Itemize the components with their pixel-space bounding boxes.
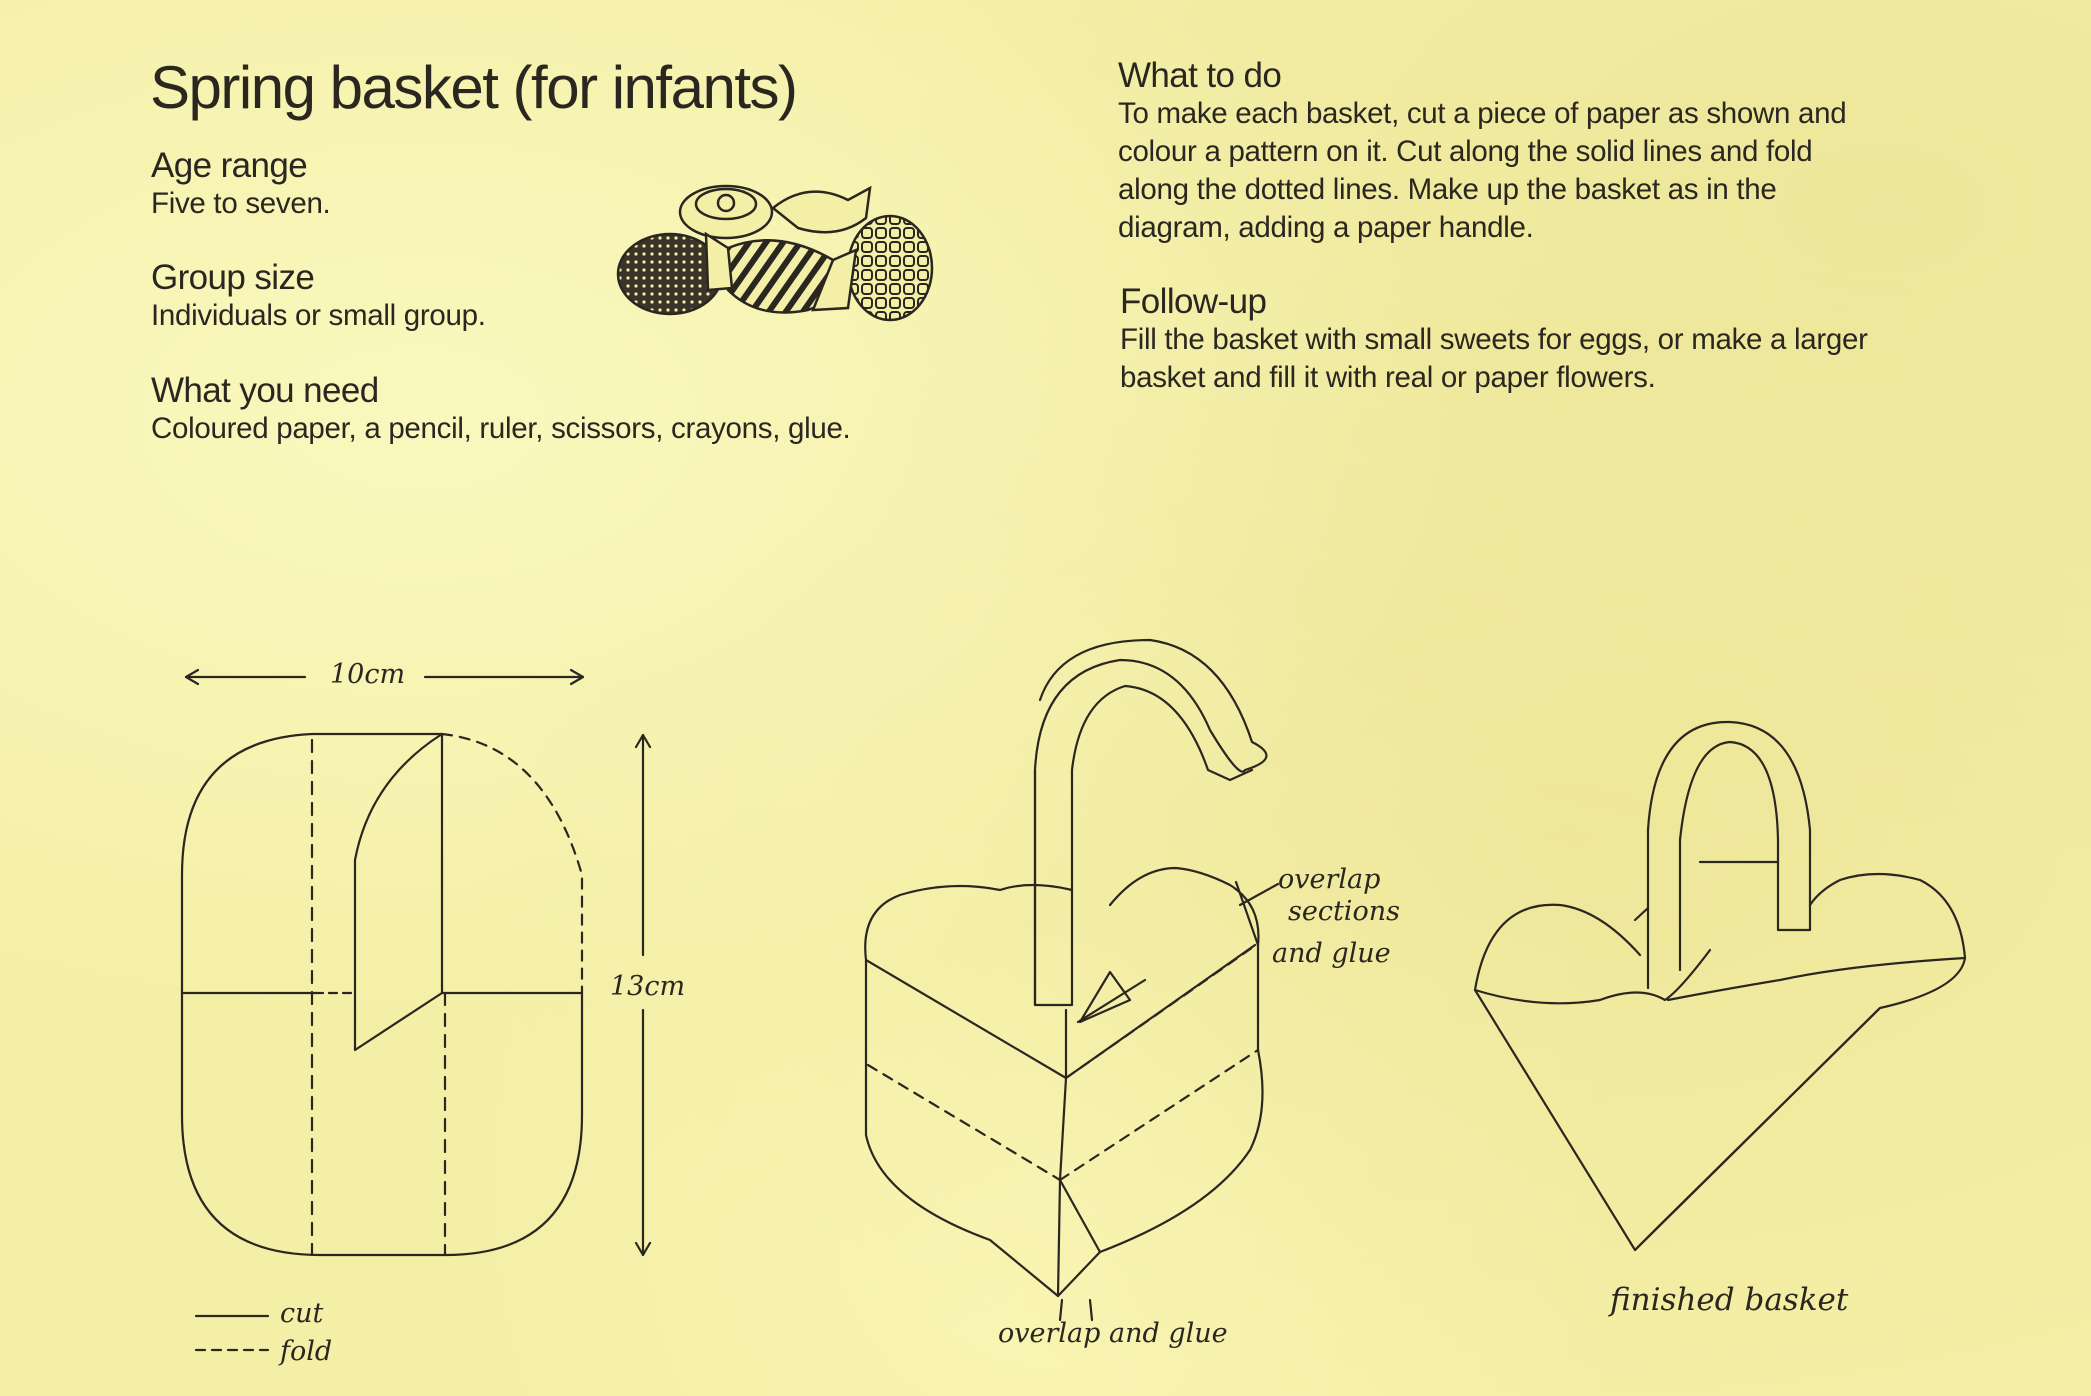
- legend-cut-label: cut: [280, 1298, 324, 1329]
- height-label: 13cm: [610, 971, 685, 1002]
- what-you-need-section: What you need Coloured paper, a pencil, …: [151, 371, 851, 448]
- overlap-sections-label: overlap: [1278, 864, 1380, 895]
- what-to-do-section: What to do To make each basket, cut a pi…: [1118, 56, 1847, 247]
- age-range-heading: Age range: [151, 146, 308, 185]
- finished-basket-diagram: [1473, 720, 1967, 1252]
- follow-up-line: Fill the basket with small sweets for eg…: [1120, 322, 1868, 356]
- what-to-do-line: diagram, adding a paper handle.: [1118, 210, 1534, 244]
- width-dimension-arrow: [184, 668, 585, 686]
- legend-fold-label: fold: [278, 1336, 332, 1367]
- what-to-do-line: along the dotted lines. Make up the bask…: [1118, 172, 1777, 206]
- page-title: Spring basket (for infants): [150, 54, 798, 121]
- follow-up-section: Follow-up Fill the basket with small swe…: [1120, 282, 1868, 397]
- overlap-glue-label: overlap and glue: [998, 1318, 1228, 1349]
- what-to-do-line: colour a pattern on it. Cut along the so…: [1118, 134, 1813, 168]
- basket-net: [180, 732, 584, 1257]
- sweets-illustration: [616, 184, 934, 322]
- finished-basket-label: finished basket: [1608, 1282, 1849, 1318]
- age-range-text: Five to seven.: [151, 186, 331, 220]
- follow-up-line: basket and fill it with real or paper fl…: [1120, 360, 1656, 394]
- age-range-section: Age range Five to seven.: [151, 146, 331, 223]
- overlap-sections-label: sections: [1288, 896, 1400, 927]
- what-you-need-text: Coloured paper, a pencil, ruler, scissor…: [151, 411, 851, 445]
- follow-up-heading: Follow-up: [1120, 282, 1267, 321]
- width-label: 10cm: [330, 659, 405, 690]
- what-to-do-heading: What to do: [1118, 56, 1282, 95]
- group-size-heading: Group size: [151, 258, 315, 297]
- what-to-do-line: To make each basket, cut a piece of pape…: [1118, 96, 1847, 130]
- group-size-section: Group size Individuals or small group.: [151, 258, 486, 335]
- assembly-diagram: [864, 638, 1280, 1322]
- what-you-need-heading: What you need: [151, 371, 379, 410]
- height-dimension-arrow: [634, 733, 652, 1257]
- group-size-text: Individuals or small group.: [151, 298, 486, 332]
- overlap-sections-label: and glue: [1272, 938, 1391, 969]
